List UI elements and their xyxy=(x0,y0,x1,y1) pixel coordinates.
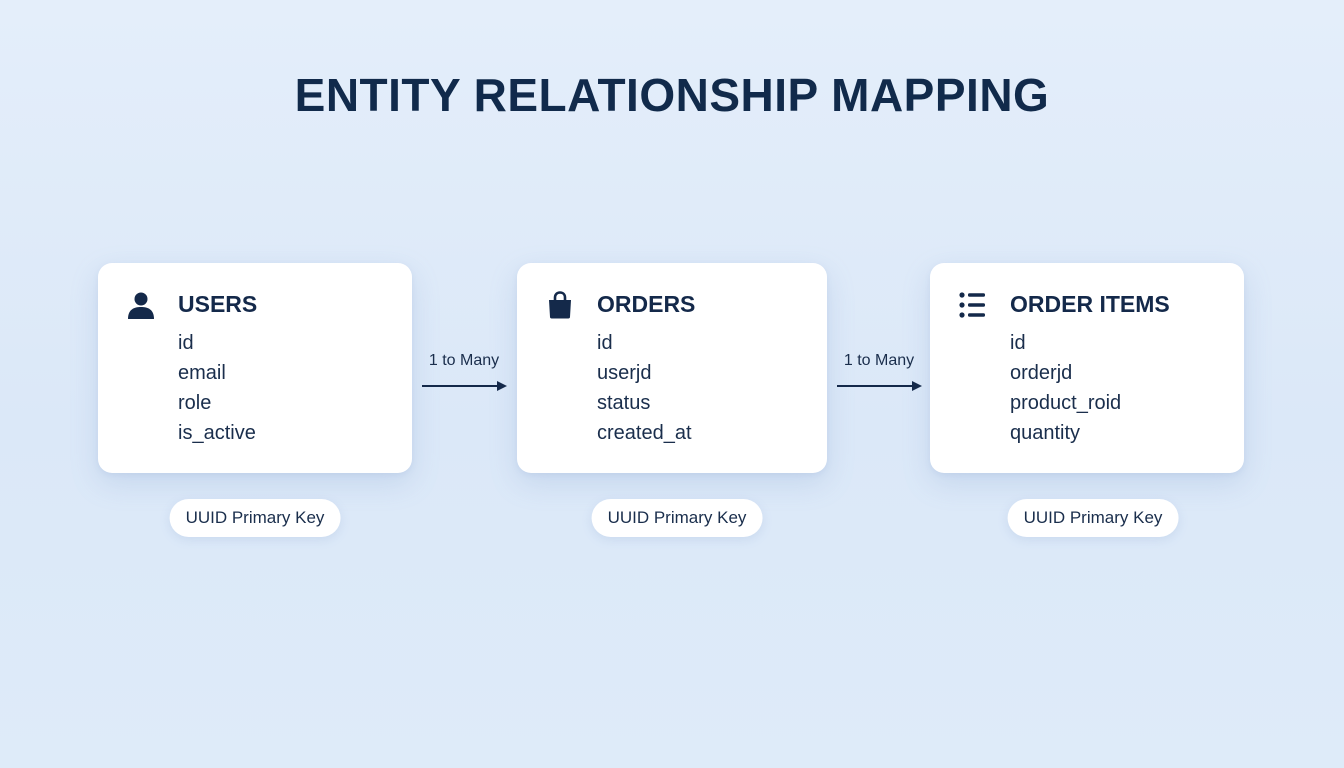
relationship-label: 1 to Many xyxy=(428,352,500,369)
field-item: status xyxy=(597,392,651,414)
list-icon xyxy=(958,290,988,320)
entity-card-orders: ORDERS id userjd status created_at xyxy=(517,263,827,473)
relationship-orders-order-items: 1 to Many xyxy=(834,352,924,396)
primary-key-badge: UUID Primary Key xyxy=(591,499,763,537)
primary-key-badge: UUID Primary Key xyxy=(1007,499,1179,537)
primary-key-badge: UUID Primary Key xyxy=(169,499,341,537)
field-item: role xyxy=(178,392,212,414)
entity-title: ORDER ITEMS xyxy=(1010,291,1170,317)
entity-title: ORDERS xyxy=(597,291,696,317)
arrow-right-icon xyxy=(422,381,507,391)
shopping-bag-icon xyxy=(545,290,575,320)
field-item: product_roid xyxy=(1010,392,1122,414)
field-item: is_active xyxy=(178,422,256,444)
field-item: userjd xyxy=(597,362,652,384)
field-item: id xyxy=(597,332,613,354)
field-list: id orderjd product_roid quantity xyxy=(1010,328,1121,448)
field-item: created_at xyxy=(597,422,692,444)
user-icon xyxy=(126,290,156,320)
relationship-label: 1 to Many xyxy=(843,352,915,369)
arrow-right-icon xyxy=(837,381,922,391)
entity-card-order-items: ORDER ITEMS id orderjd product_roid quan… xyxy=(930,263,1244,473)
field-item: orderjd xyxy=(1010,362,1073,384)
field-list: id email role is_active xyxy=(178,328,256,448)
diagram-title: ENTITY RELATIONSHIP MAPPING xyxy=(294,69,1050,121)
entity-card-users: USERS id email role is_active xyxy=(98,263,412,473)
relationship-users-orders: 1 to Many xyxy=(419,352,509,396)
field-item: email xyxy=(178,362,226,384)
field-list: id userjd status created_at xyxy=(597,328,692,448)
field-item: quantity xyxy=(1010,422,1081,444)
field-item: id xyxy=(1010,332,1026,354)
entity-title: USERS xyxy=(178,291,258,317)
field-item: id xyxy=(178,332,194,354)
